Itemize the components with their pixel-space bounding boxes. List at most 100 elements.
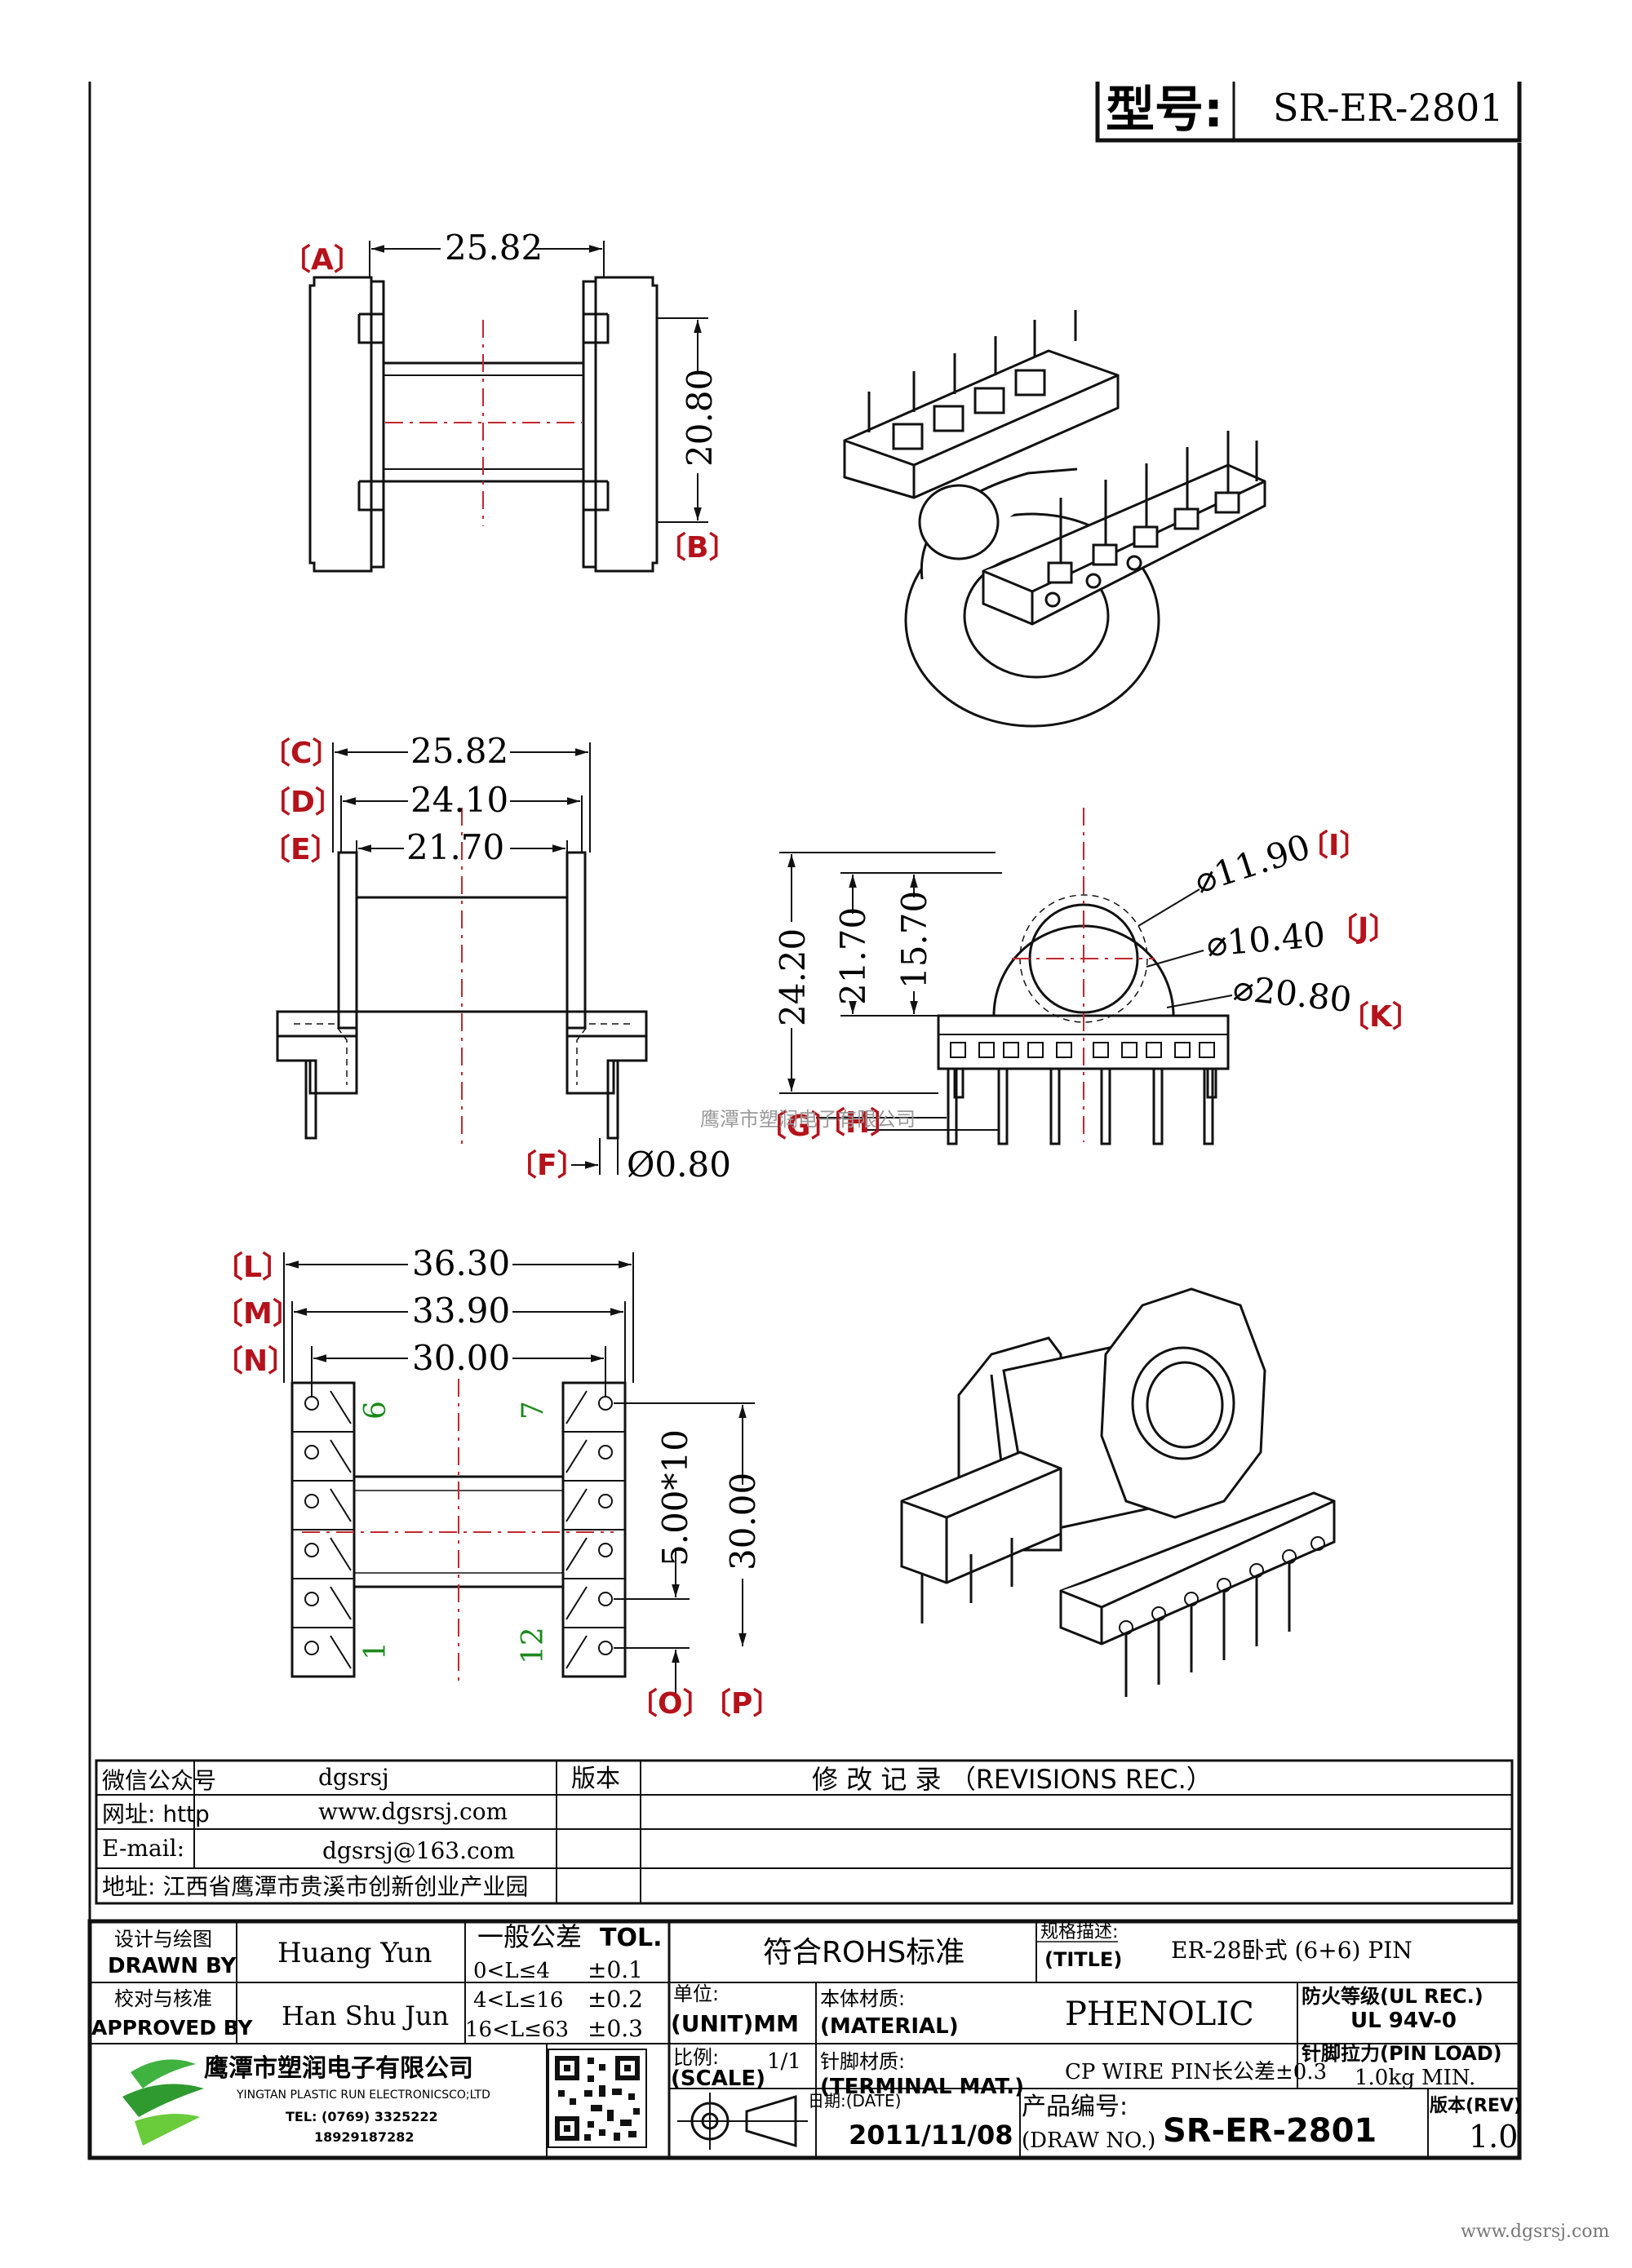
tag-p: 〔P〕: [702, 1686, 782, 1721]
address: 地址: 江西省鹰潭市贵溪市创新创业产业园: [102, 1873, 528, 1900]
site-label: 网址: http: [102, 1801, 210, 1827]
company-name-en: YINGTAN PLASTIC RUN ELECTRONICSCO;LTD: [236, 2089, 490, 2102]
dim-side-c: 25.82: [410, 731, 508, 771]
flame-rating-cn: 防火等级(UL REC.): [1302, 1985, 1483, 2008]
tag-g: 〔G〕: [757, 1109, 840, 1143]
tol-range-3: 16<L≤63: [465, 2018, 569, 2042]
pin-load-cn: 针脚拉力(PIN LOAD): [1302, 2042, 1502, 2065]
dim-bottom-span: 30.00: [723, 1473, 763, 1570]
dim-bottom-m: 33.90: [412, 1291, 510, 1331]
material-en: (MATERIAL): [820, 2014, 959, 2039]
revisions-title: 修 改 记 录 （REVISIONS REC.）: [812, 1764, 1213, 1795]
dim-front-k: ⌀20.80: [1231, 968, 1354, 1020]
side-view: [276, 742, 648, 1175]
drawn-by-cn: 设计与绘图: [114, 1928, 212, 1951]
company-tel: TEL: (0769) 3325222: [286, 2109, 438, 2124]
draw-no-value: SR-ER-2801: [1163, 2112, 1377, 2150]
tag-l: 〔L〕: [214, 1250, 291, 1284]
tag-f: 〔F〕: [508, 1148, 587, 1182]
approved-cn: 校对与核准: [114, 1987, 212, 2010]
dim-bottom-n: 30.00: [412, 1338, 510, 1378]
dim-top-width: 25.82: [445, 228, 543, 268]
rohs-compliance: 符合ROHS标准: [763, 1936, 965, 1969]
tag-d: 〔D〕: [261, 785, 344, 819]
model-value: SR-ER-2801: [1273, 86, 1504, 130]
watermark-company: 鹰潭市塑润电子有限公司: [700, 1108, 916, 1131]
dim-bottom-l: 36.30: [412, 1243, 510, 1283]
draw-no-en: (DRAW NO.): [1022, 2128, 1155, 2153]
unit-en: (UNIT)MM: [671, 2010, 799, 2037]
dim-front-15-70: 15.70: [894, 891, 934, 989]
tag-n: 〔N〕: [214, 1344, 297, 1378]
version-label: 版本: [571, 1765, 620, 1793]
dim-side-f: Ø0.80: [627, 1145, 731, 1185]
tag-b: 〔B〕: [657, 530, 738, 565]
pin-load-value: 1.0kg MIN.: [1355, 2066, 1475, 2090]
tol-value-1: ±0.1: [588, 1956, 643, 1983]
email-value: dgsrsj@163.com: [322, 1837, 515, 1864]
dim-side-e: 21.70: [406, 827, 504, 867]
tag-o: 〔O〕: [628, 1686, 712, 1721]
front-view: [779, 808, 1233, 1145]
dim-top-height: 20.80: [680, 369, 720, 467]
date-cn: 日期:(DATE): [808, 2091, 901, 2111]
scale-en: (SCALE): [671, 2066, 765, 2091]
tol-value-3: ±0.3: [588, 2015, 643, 2042]
material-value: PHENOLIC: [1065, 1996, 1254, 2033]
footer-url: www.dgsrsj.com: [1461, 2221, 1610, 2242]
dim-side-d: 24.10: [410, 780, 508, 820]
draw-no-cn: 产品编号:: [1022, 2093, 1128, 2121]
dim-front-j: ⌀10.40: [1205, 914, 1327, 963]
pin-label-12: 12: [517, 1627, 550, 1664]
tag-e: 〔E〕: [261, 832, 340, 866]
rev-cn: 版本(REV): [1430, 2096, 1522, 2116]
dim-front-21-70: 21.70: [833, 907, 873, 1005]
model-label: 型号:: [1106, 82, 1223, 139]
dim-bottom-pitch: 5.00*10: [655, 1429, 695, 1566]
tol-title-en: TOL.: [600, 1924, 662, 1952]
tol-range-2: 4<L≤16: [473, 1988, 563, 2013]
title-value: ER-28卧式 (6+6) PIN: [1171, 1937, 1412, 1964]
company-name-cn: 鹰潭市塑润电子有限公司: [204, 2054, 473, 2083]
terminal-cn: 针脚材质:: [820, 2050, 905, 2073]
scale-cn: 比例:: [673, 2046, 719, 2069]
tol-range-1: 0<L≤4: [473, 1959, 550, 1983]
title-block: [87, 1919, 1522, 2160]
wechat-value: dgsrsj: [318, 1764, 389, 1791]
tol-value-2: ±0.2: [588, 1986, 643, 2013]
drawn-by-en: DRAWN BY: [108, 1954, 237, 1978]
wechat-label: 微信公众号: [102, 1767, 216, 1794]
email-label: E-mail:: [102, 1835, 184, 1862]
tag-i: 〔I〕: [1299, 828, 1368, 862]
tol-title-cn: 一般公差: [477, 1921, 582, 1952]
tag-h: 〔H〕: [816, 1105, 899, 1140]
approved-en: APPROVED BY: [91, 2016, 253, 2040]
scale-value: 1/1: [767, 2049, 801, 2074]
tag-m: 〔M〕: [214, 1296, 302, 1331]
tag-k: 〔K〕: [1340, 999, 1421, 1034]
bottom-view: [283, 1252, 755, 1697]
pin-label-6: 6: [359, 1401, 392, 1420]
flame-rating-value: UL 94V-0: [1350, 2009, 1457, 2033]
tag-j: 〔J〕: [1328, 911, 1398, 946]
site-value: www.dgsrsj.com: [318, 1798, 508, 1825]
dim-front-i: ⌀11.90: [1190, 826, 1315, 901]
approved-name: Han Shu Jun: [282, 2000, 449, 2031]
revisions-table: [95, 1759, 1514, 1905]
tag-c: 〔C〕: [261, 736, 341, 770]
terminal-en: (TERMINAL MAT.): [820, 2075, 1024, 2099]
model-header: 型号: SR-ER-2801: [1095, 82, 1522, 143]
top-view: [308, 241, 708, 573]
rev-value: 1.0: [1469, 2119, 1518, 2155]
dim-front-24-20: 24.20: [773, 928, 813, 1026]
unit-cn: 单位:: [673, 1982, 719, 2005]
drawn-by-name: Huang Yun: [277, 1937, 432, 1969]
tag-a: 〔A〕: [282, 242, 363, 277]
pin-label-1: 1: [359, 1641, 392, 1660]
title-en: (TITLE): [1044, 1948, 1122, 1971]
isometric-view-pins-up: [843, 310, 1266, 728]
qr-code: [548, 2049, 647, 2148]
date-value: 2011/11/08: [849, 2120, 1013, 2151]
title-cn: 规格描述:: [1040, 1922, 1118, 1942]
